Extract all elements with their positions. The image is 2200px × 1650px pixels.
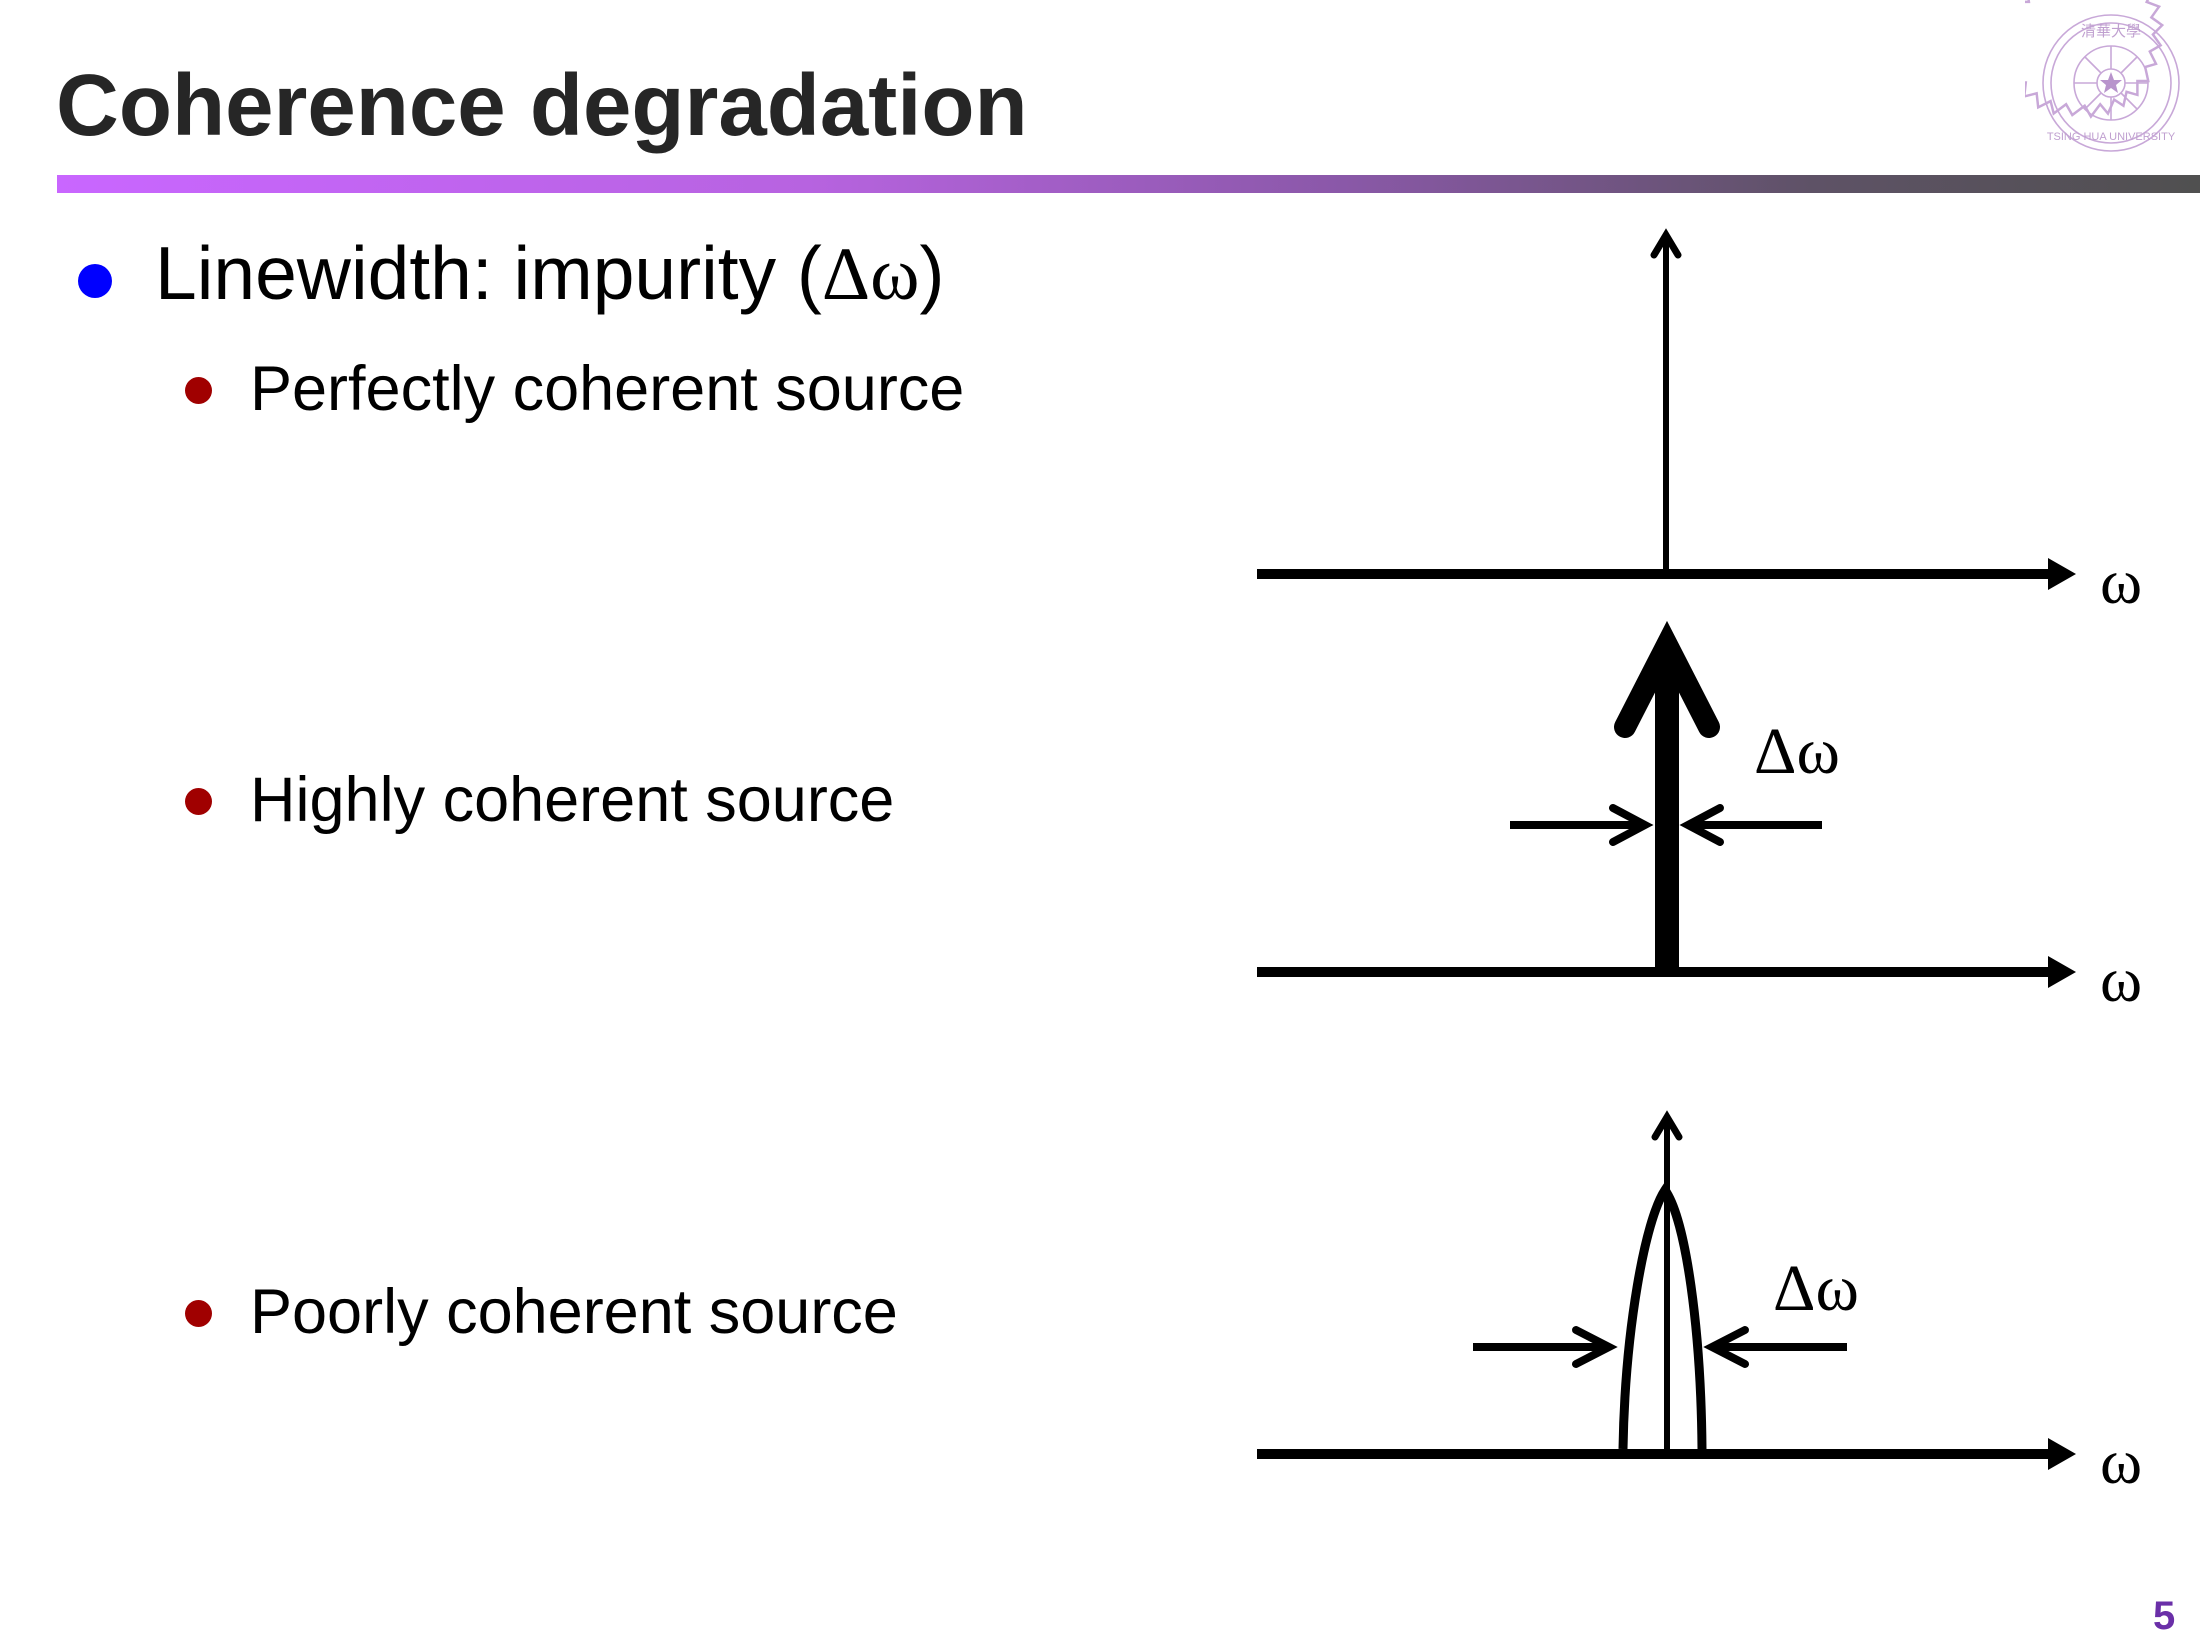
width-arrow-right-head <box>1703 1326 1749 1368</box>
sub-bullet-perfectly-coherent: Perfectly coherent source <box>250 354 965 424</box>
omega-axis-label: ω <box>2100 1426 2142 1497</box>
main-bullet-prefix: Linewidth: impurity ( <box>155 231 822 315</box>
highly-coherent-spectrum: Δω ω <box>1257 620 2142 1015</box>
width-arrow-right-head <box>1679 804 1724 846</box>
bullet-dot-red <box>185 788 212 815</box>
bullet-dot-blue <box>78 264 112 298</box>
sub-bullet-highly-coherent: Highly coherent source <box>250 765 895 835</box>
slide-title: Coherence degradation <box>56 57 1028 154</box>
delta-omega-symbol: Δω <box>821 233 920 316</box>
axis-arrowhead <box>2048 558 2076 590</box>
axis-arrowhead <box>2048 956 2076 988</box>
linewidth-label: Δω <box>1754 715 1840 788</box>
bullet-dot-red <box>185 1300 212 1327</box>
omega-axis-label: ω <box>2100 546 2142 617</box>
width-arrow-left-head <box>1572 1326 1618 1368</box>
seal-chinese-text: 清華大學 <box>2081 22 2141 40</box>
seal-english-text: TSING HUA UNIVERSITY <box>2047 131 2176 143</box>
spectral-line-arrowhead <box>1614 620 1720 738</box>
main-bullet-text: Linewidth: impurity (Δω) <box>155 236 945 313</box>
seal-outer-ring <box>2042 14 2180 152</box>
broadened-lineshape <box>1618 1182 1707 1450</box>
center-line-arrowhead <box>1651 1110 1683 1141</box>
seal-star-icon <box>2100 72 2122 93</box>
title-underline-bar <box>57 175 2200 193</box>
linewidth-label: Δω <box>1773 1252 1859 1325</box>
main-bullet-suffix: ) <box>919 231 945 315</box>
width-arrow-left-head <box>1609 804 1654 846</box>
seal-inner-ring <box>2050 22 2172 144</box>
axis-arrowhead <box>2048 1438 2076 1470</box>
bullet-dot-red <box>185 377 212 404</box>
perfectly-coherent-spectrum: ω <box>1257 228 2142 617</box>
spectral-line-arrowhead <box>1650 228 1682 259</box>
seal-serrated-edge <box>2025 0 2165 119</box>
university-seal-logo: 清華大學 TSING HUA UNIVERSITY <box>2025 0 2180 152</box>
sub-bullet-poorly-coherent: Poorly coherent source <box>250 1277 898 1347</box>
omega-axis-label: ω <box>2100 944 2142 1015</box>
poorly-coherent-spectrum: Δω ω <box>1257 1110 2142 1497</box>
page-number: 5 <box>2153 1594 2176 1638</box>
